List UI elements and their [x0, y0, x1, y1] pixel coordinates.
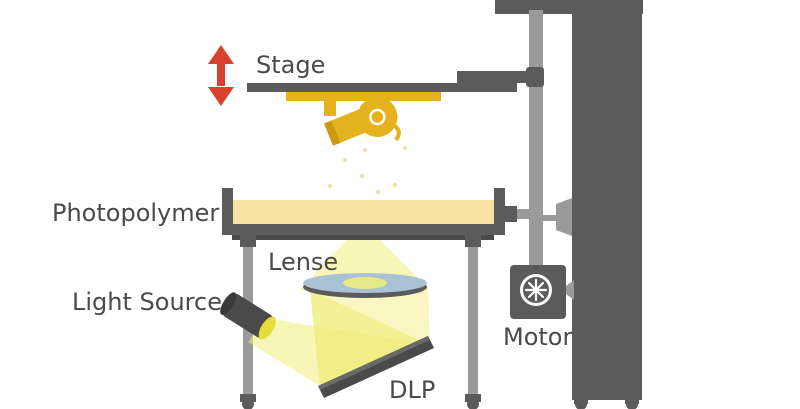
tower [495, 0, 643, 409]
fan-icon [520, 274, 552, 306]
lead-screw [529, 10, 572, 270]
lens [303, 273, 427, 298]
lense-label: Lense [268, 248, 338, 276]
stage-platform [247, 67, 544, 92]
resin-droplets [328, 146, 407, 194]
motor-label: Motor [503, 323, 572, 351]
dlp-chip [318, 336, 434, 398]
photopolymer-label: Photopolymer [52, 199, 219, 227]
dlp-label: DLP [389, 376, 435, 404]
light-source [220, 292, 276, 340]
resin-vat [222, 188, 537, 240]
stage-label: Stage [256, 51, 325, 79]
printed-part [286, 92, 441, 146]
up-down-arrow-icon [208, 45, 234, 106]
light-source-label: Light Source [72, 288, 222, 316]
motor [510, 265, 574, 319]
